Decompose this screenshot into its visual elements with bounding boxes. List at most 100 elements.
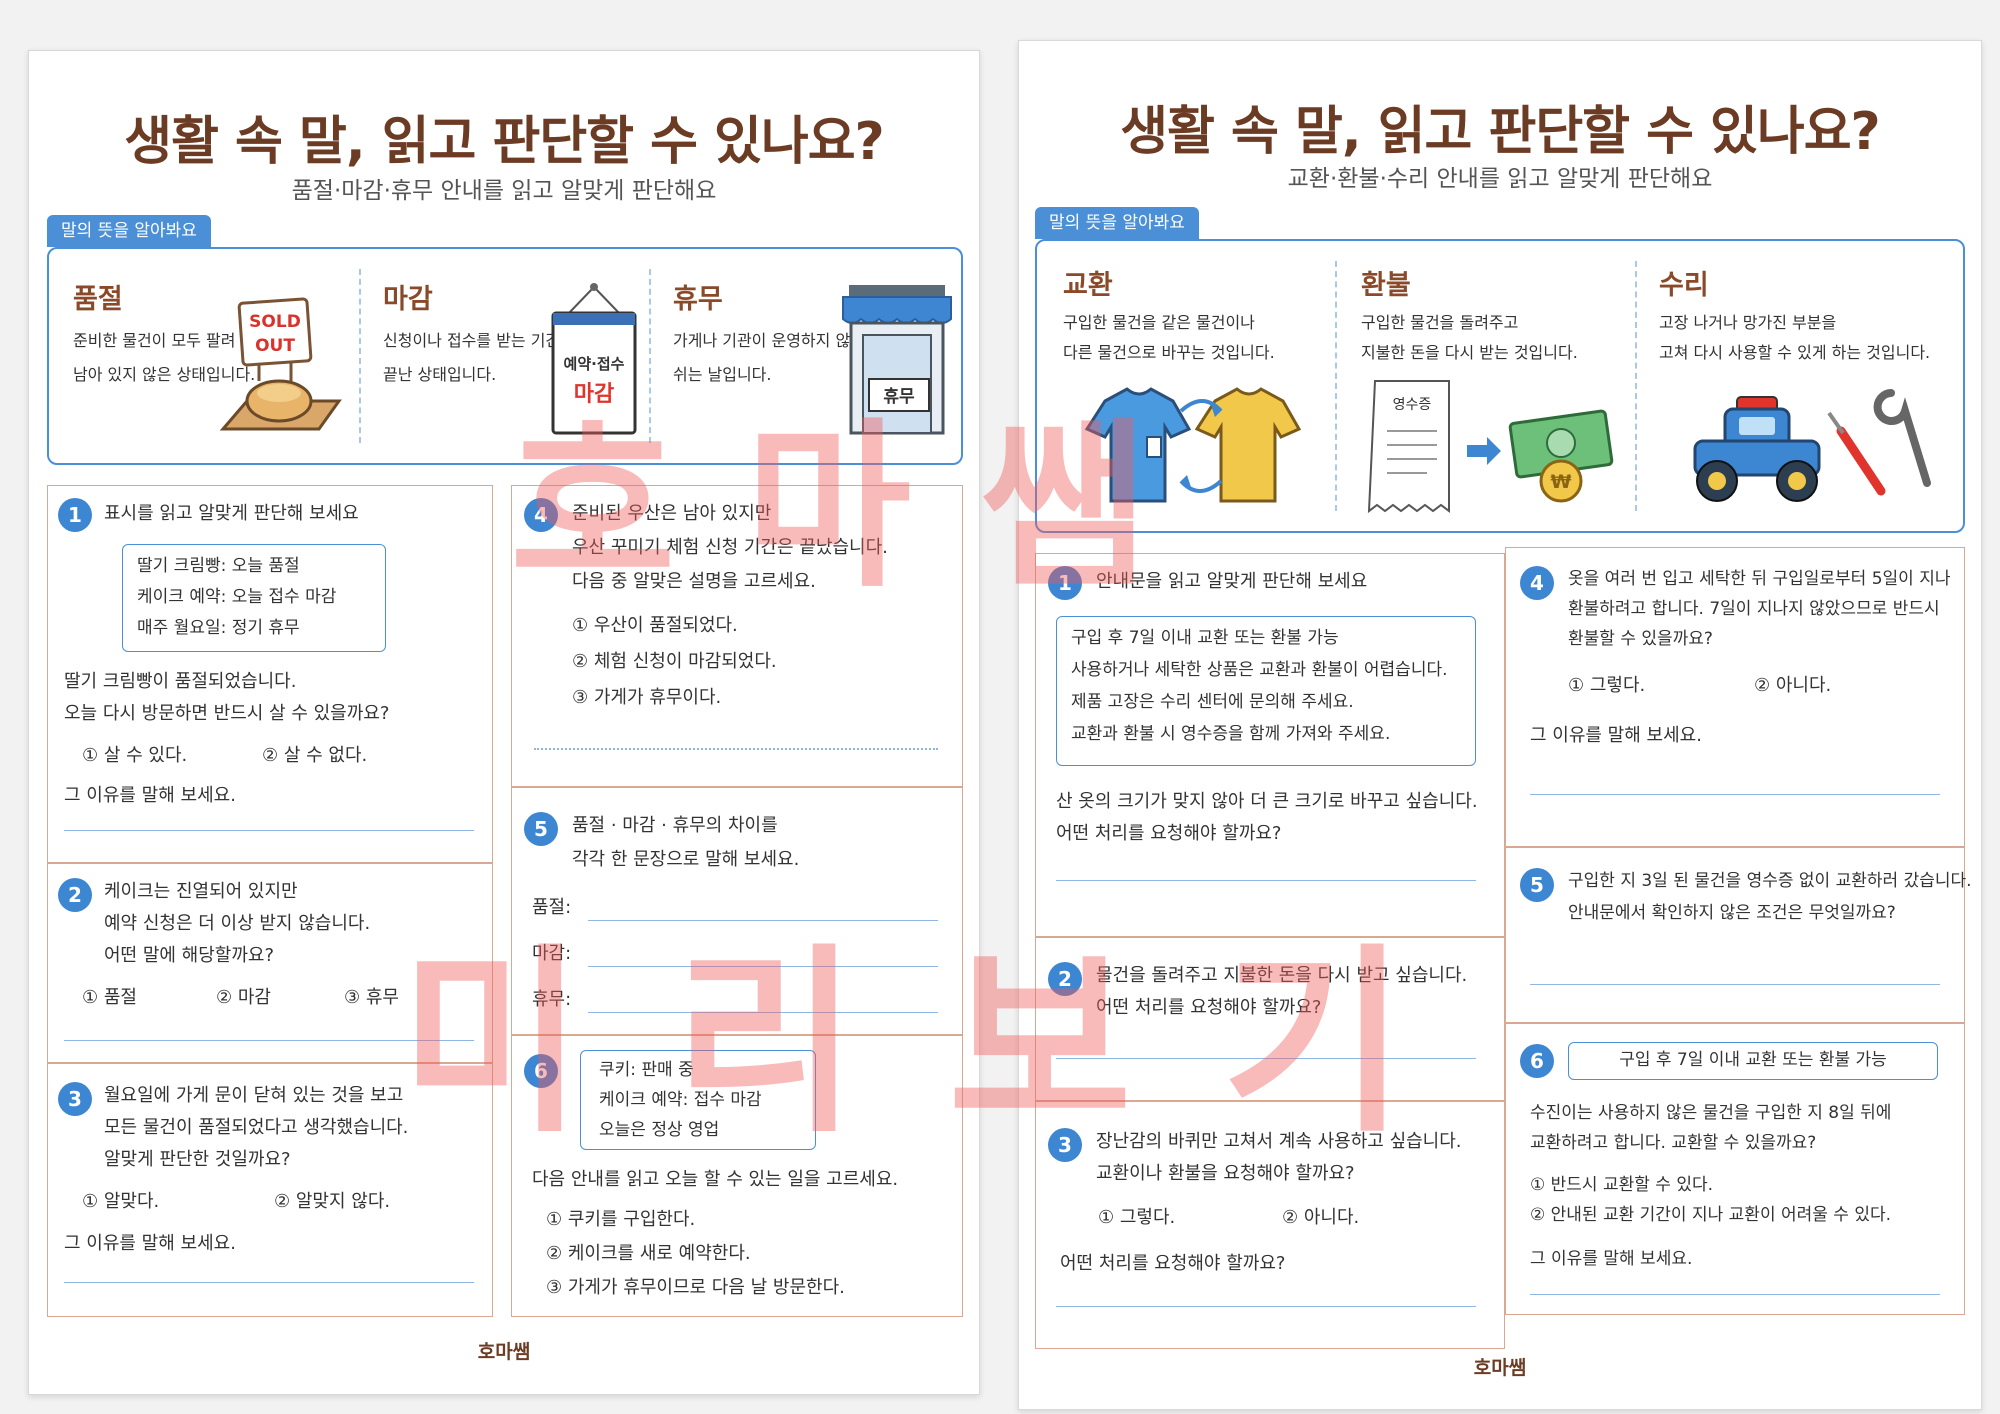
- question-text: 수진이는 사용하지 않은 물건을 구입한 지 8일 뒤에: [1530, 1103, 1892, 1123]
- sign-sold: SOLD: [249, 312, 301, 332]
- vocab-term-refund: 환불: [1361, 270, 1411, 301]
- question-text: 장난감의 바퀴만 고쳐서 계속 사용하고 싶습니다.: [1096, 1131, 1462, 1152]
- answer-option[interactable]: ② 케이크를 새로 예약한다.: [546, 1243, 751, 1264]
- question-text: 모든 물건이 품절되었다고 생각했습니다.: [104, 1117, 409, 1138]
- storefront-icon: 휴무: [842, 285, 952, 435]
- question-3: 3 월요일에 가게 문이 닫혀 있는 것을 보고 모든 물건이 품절되었다고 생…: [47, 1063, 493, 1317]
- question-text: 어떤 말에 해당할까요?: [104, 945, 275, 966]
- answer-line[interactable]: [1530, 1294, 1940, 1295]
- question-number: 3: [58, 1082, 92, 1116]
- question-4: 4 준비된 우산은 남아 있지만 우산 꾸미기 체험 신청 기간은 끝났습니다.…: [511, 485, 963, 787]
- question-text: 케이크는 진열되어 있지만: [104, 881, 298, 902]
- answer-option[interactable]: ① 반드시 교환할 수 있다.: [1530, 1175, 1714, 1195]
- answer-option[interactable]: ③ 가게가 휴무이므로 다음 날 방문한다.: [546, 1277, 845, 1298]
- answer-option[interactable]: ① 우산이 품절되었다.: [572, 615, 738, 636]
- page-subtitle: 품절·마감·휴무 안내를 읽고 알맞게 판단해요: [291, 178, 717, 204]
- answer-option[interactable]: ③ 가게가 휴무이다.: [572, 687, 722, 708]
- question-text: 산 옷의 크기가 맞지 않아 더 큰 크기로 바꾸고 싶습니다.: [1056, 791, 1478, 812]
- answer-line[interactable]: [64, 1040, 474, 1041]
- vocab-desc: 고장 나거나 망가진 부분을: [1659, 313, 1837, 332]
- answer-option[interactable]: ① 그렇다.: [1098, 1207, 1176, 1228]
- question-text: 환불하려고 합니다. 7일이 지나지 않았으므로 반드시: [1568, 599, 1940, 619]
- question-number: 6: [524, 1054, 558, 1088]
- notice-line: 제품 고장은 수리 센터에 문의해 주세요.: [1071, 692, 1354, 712]
- answer-option[interactable]: ③ 휴무: [344, 987, 399, 1008]
- question-number: 6: [1520, 1044, 1554, 1078]
- answer-label: 휴무:: [532, 989, 572, 1010]
- question-number: 1: [1048, 566, 1082, 600]
- question-title: 표시를 읽고 알맞게 판단해 보세요: [104, 503, 359, 524]
- question-text: 준비된 우산은 남아 있지만: [572, 503, 772, 524]
- vocab-desc: 고쳐 다시 사용할 수 있게 하는 것입니다.: [1659, 343, 1931, 362]
- footer-brand: 호마쌤: [1473, 1357, 1527, 1379]
- question-1: 1 표시를 읽고 알맞게 판단해 보세요 딸기 크림빵: 오늘 품절 케이크 예…: [47, 485, 493, 863]
- question-text: 우산 꾸미기 체험 신청 기간은 끝났습니다.: [572, 537, 888, 558]
- sign-out: OUT: [255, 336, 295, 356]
- vocab-panel: 교환 구입한 물건을 같은 물건이나 다른 물건으로 바꾸는 것입니다. 환불 …: [1035, 239, 1965, 533]
- question-number: 4: [524, 498, 558, 532]
- question-text: 어떤 처리를 요청해야 할까요?: [1060, 1253, 1286, 1274]
- answer-option[interactable]: ② 마감: [216, 987, 271, 1008]
- question-number: 3: [1048, 1128, 1082, 1162]
- answer-line[interactable]: [1056, 880, 1476, 881]
- vocab-term-soldout: 품절: [73, 284, 123, 315]
- answer-option[interactable]: ② 안내된 교환 기간이 지나 교환이 어려울 수 있다.: [1530, 1205, 1892, 1225]
- reason-prompt: 그 이유를 말해 보세요.: [1530, 725, 1702, 746]
- answer-option[interactable]: ② 체험 신청이 마감되었다.: [572, 651, 777, 672]
- question-text: 구입한 지 3일 된 물건을 영수증 없이 교환하러 갔습니다.: [1568, 871, 1972, 891]
- notice-box: 쿠키: 판매 중 케이크 예약: 접수 마감 오늘은 정상 영업: [580, 1050, 816, 1150]
- question-5: 5 품절 · 마감 · 휴무의 차이를 각각 한 문장으로 말해 보세요. 품절…: [511, 787, 963, 1035]
- answer-option[interactable]: ② 살 수 없다.: [262, 745, 368, 766]
- answer-option[interactable]: ① 쿠키를 구입한다.: [546, 1209, 696, 1230]
- answer-line[interactable]: [588, 1012, 938, 1013]
- vocab-desc: 준비한 물건이 모두 팔려: [73, 331, 236, 350]
- answer-line[interactable]: [64, 1282, 474, 1283]
- answer-option[interactable]: ① 품절: [82, 987, 137, 1008]
- worksheet-left: 생활 속 말, 읽고 판단할 수 있나요? 품절·마감·휴무 안내를 읽고 알맞…: [28, 50, 980, 1395]
- vocab-desc: 쉬는 날입니다.: [673, 365, 772, 384]
- answer-option[interactable]: ② 알맞지 않다.: [274, 1191, 391, 1212]
- sign-closed: 마감: [574, 382, 614, 407]
- answer-line[interactable]: [534, 748, 938, 750]
- sign-holiday: 휴무: [883, 386, 915, 407]
- notice-line: 케이크 예약: 접수 마감: [599, 1090, 762, 1110]
- answer-line[interactable]: [588, 966, 938, 967]
- notice-line: 구입 후 7일 이내 교환 또는 환불 가능: [1071, 628, 1339, 648]
- answer-option[interactable]: ② 아니다.: [1282, 1207, 1360, 1228]
- shirt-exchange-icon: [1084, 387, 1302, 503]
- notice-line: 쿠키: 판매 중: [599, 1060, 694, 1080]
- vocab-desc: 끝난 상태입니다.: [383, 365, 497, 384]
- question-number: 2: [1048, 962, 1082, 996]
- sign-reserve: 예약·접수: [564, 355, 625, 373]
- answer-line[interactable]: [1530, 984, 1940, 985]
- vocab-desc: 신청이나 접수를 받는 기간이: [383, 331, 575, 350]
- question-number: 2: [58, 878, 92, 912]
- answer-line[interactable]: [588, 920, 938, 921]
- question-number: 5: [524, 812, 558, 846]
- answer-option[interactable]: ① 살 수 있다.: [82, 745, 188, 766]
- reason-prompt: 그 이유를 말해 보세요.: [64, 1233, 236, 1254]
- notice-line: 구입 후 7일 이내 교환 또는 환불 가능: [1619, 1050, 1887, 1070]
- question-title: 안내문을 읽고 알맞게 판단해 보세요: [1096, 571, 1368, 592]
- answer-line[interactable]: [64, 830, 474, 831]
- answer-option[interactable]: ① 알맞다.: [82, 1191, 160, 1212]
- vocab-desc: 가게나 기관이 운영하지 않고: [673, 331, 865, 350]
- vocab-desc: 지불한 돈을 다시 받는 것입니다.: [1361, 343, 1578, 362]
- answer-option[interactable]: ② 아니다.: [1754, 675, 1832, 696]
- question-text: 환불할 수 있을까요?: [1568, 629, 1713, 649]
- answer-line[interactable]: [1056, 1306, 1476, 1307]
- toy-repair-icon: [1693, 389, 1931, 502]
- answer-line[interactable]: [1530, 794, 1940, 795]
- notice-box: 딸기 크림빵: 오늘 품절 케이크 예약: 오늘 접수 마감 매주 월요일: 정…: [122, 544, 386, 652]
- vocab-term-closed: 마감: [383, 284, 433, 315]
- answer-option[interactable]: ① 그렇다.: [1568, 675, 1646, 696]
- question-text: 교환하려고 합니다. 교환할 수 있을까요?: [1530, 1133, 1817, 1153]
- question-4: 4 옷을 여러 번 입고 세탁한 뒤 구입일로부터 5일이 지나 환불하려고 합…: [1505, 547, 1965, 847]
- closed-sign-icon: 예약·접수 마감: [551, 283, 637, 435]
- answer-line[interactable]: [1056, 1058, 1476, 1059]
- question-text: 각각 한 문장으로 말해 보세요.: [572, 849, 800, 870]
- question-6: 6 구입 후 7일 이내 교환 또는 환불 가능 수진이는 사용하지 않은 물건…: [1505, 1023, 1965, 1315]
- footer-brand: 호마쌤: [477, 1341, 531, 1363]
- worksheet-right: 생활 속 말, 읽고 판단할 수 있나요? 교환·환불·수리 안내를 읽고 알맞…: [1018, 40, 1982, 1410]
- vocab-term-holiday: 휴무: [673, 284, 723, 315]
